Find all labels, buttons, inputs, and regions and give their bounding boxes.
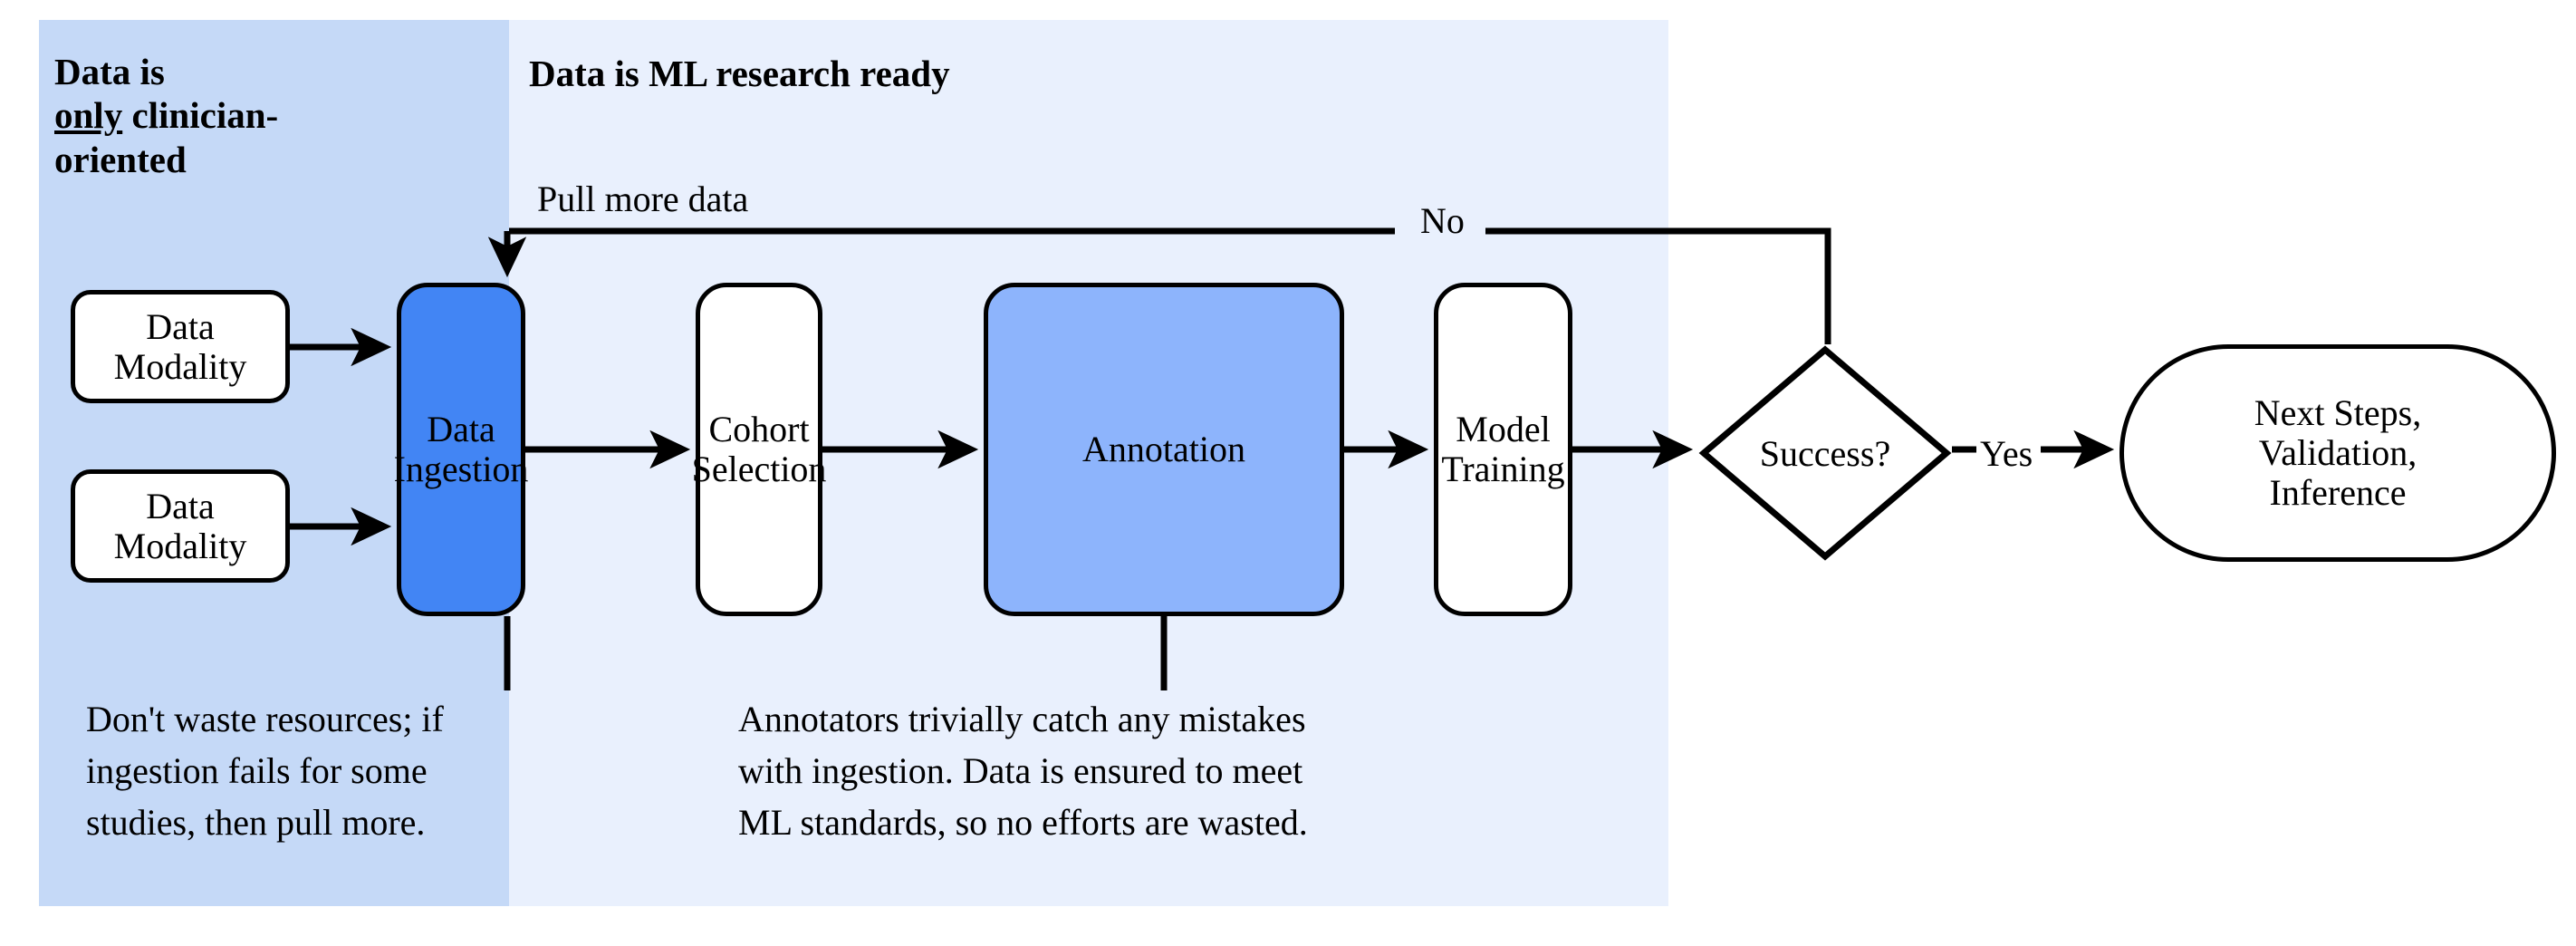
caption-ingestion: Don't waste resources; if ingestion fail… <box>86 699 444 843</box>
panel-ml-ready-heading: Data is ML research ready <box>529 53 950 94</box>
node-data-modality-2[interactable]: Data Modality <box>71 469 290 583</box>
diamond-shape <box>1698 345 1952 561</box>
success-label: Success? <box>1759 432 1891 474</box>
heading-underlined-word: only <box>54 94 123 137</box>
node-model-training[interactable]: Model Training <box>1434 283 1572 616</box>
edge-label-yes: Yes <box>1976 432 2037 475</box>
node-cohort-selection[interactable]: Cohort Selection <box>692 283 826 616</box>
edge-label-pull-more-data: Pull more data <box>537 179 749 219</box>
node-data-ingestion[interactable]: Data Ingestion <box>394 283 528 616</box>
node-next-steps[interactable]: Next Steps, Validation, Inference <box>2119 344 2556 562</box>
node-success-decision[interactable]: Success? <box>1698 344 1952 562</box>
node-annotation[interactable]: Annotation <box>984 283 1344 616</box>
heading-line-1: Data is <box>54 51 165 92</box>
heading-line-3: oriented <box>54 138 187 180</box>
edge-label-no: No <box>1411 199 1474 242</box>
heading-line-2-rest: clinician- <box>122 94 279 137</box>
node-data-modality-1[interactable]: Data Modality <box>71 290 290 403</box>
caption-annotation: Annotators trivially catch any mistakes … <box>738 699 1308 843</box>
